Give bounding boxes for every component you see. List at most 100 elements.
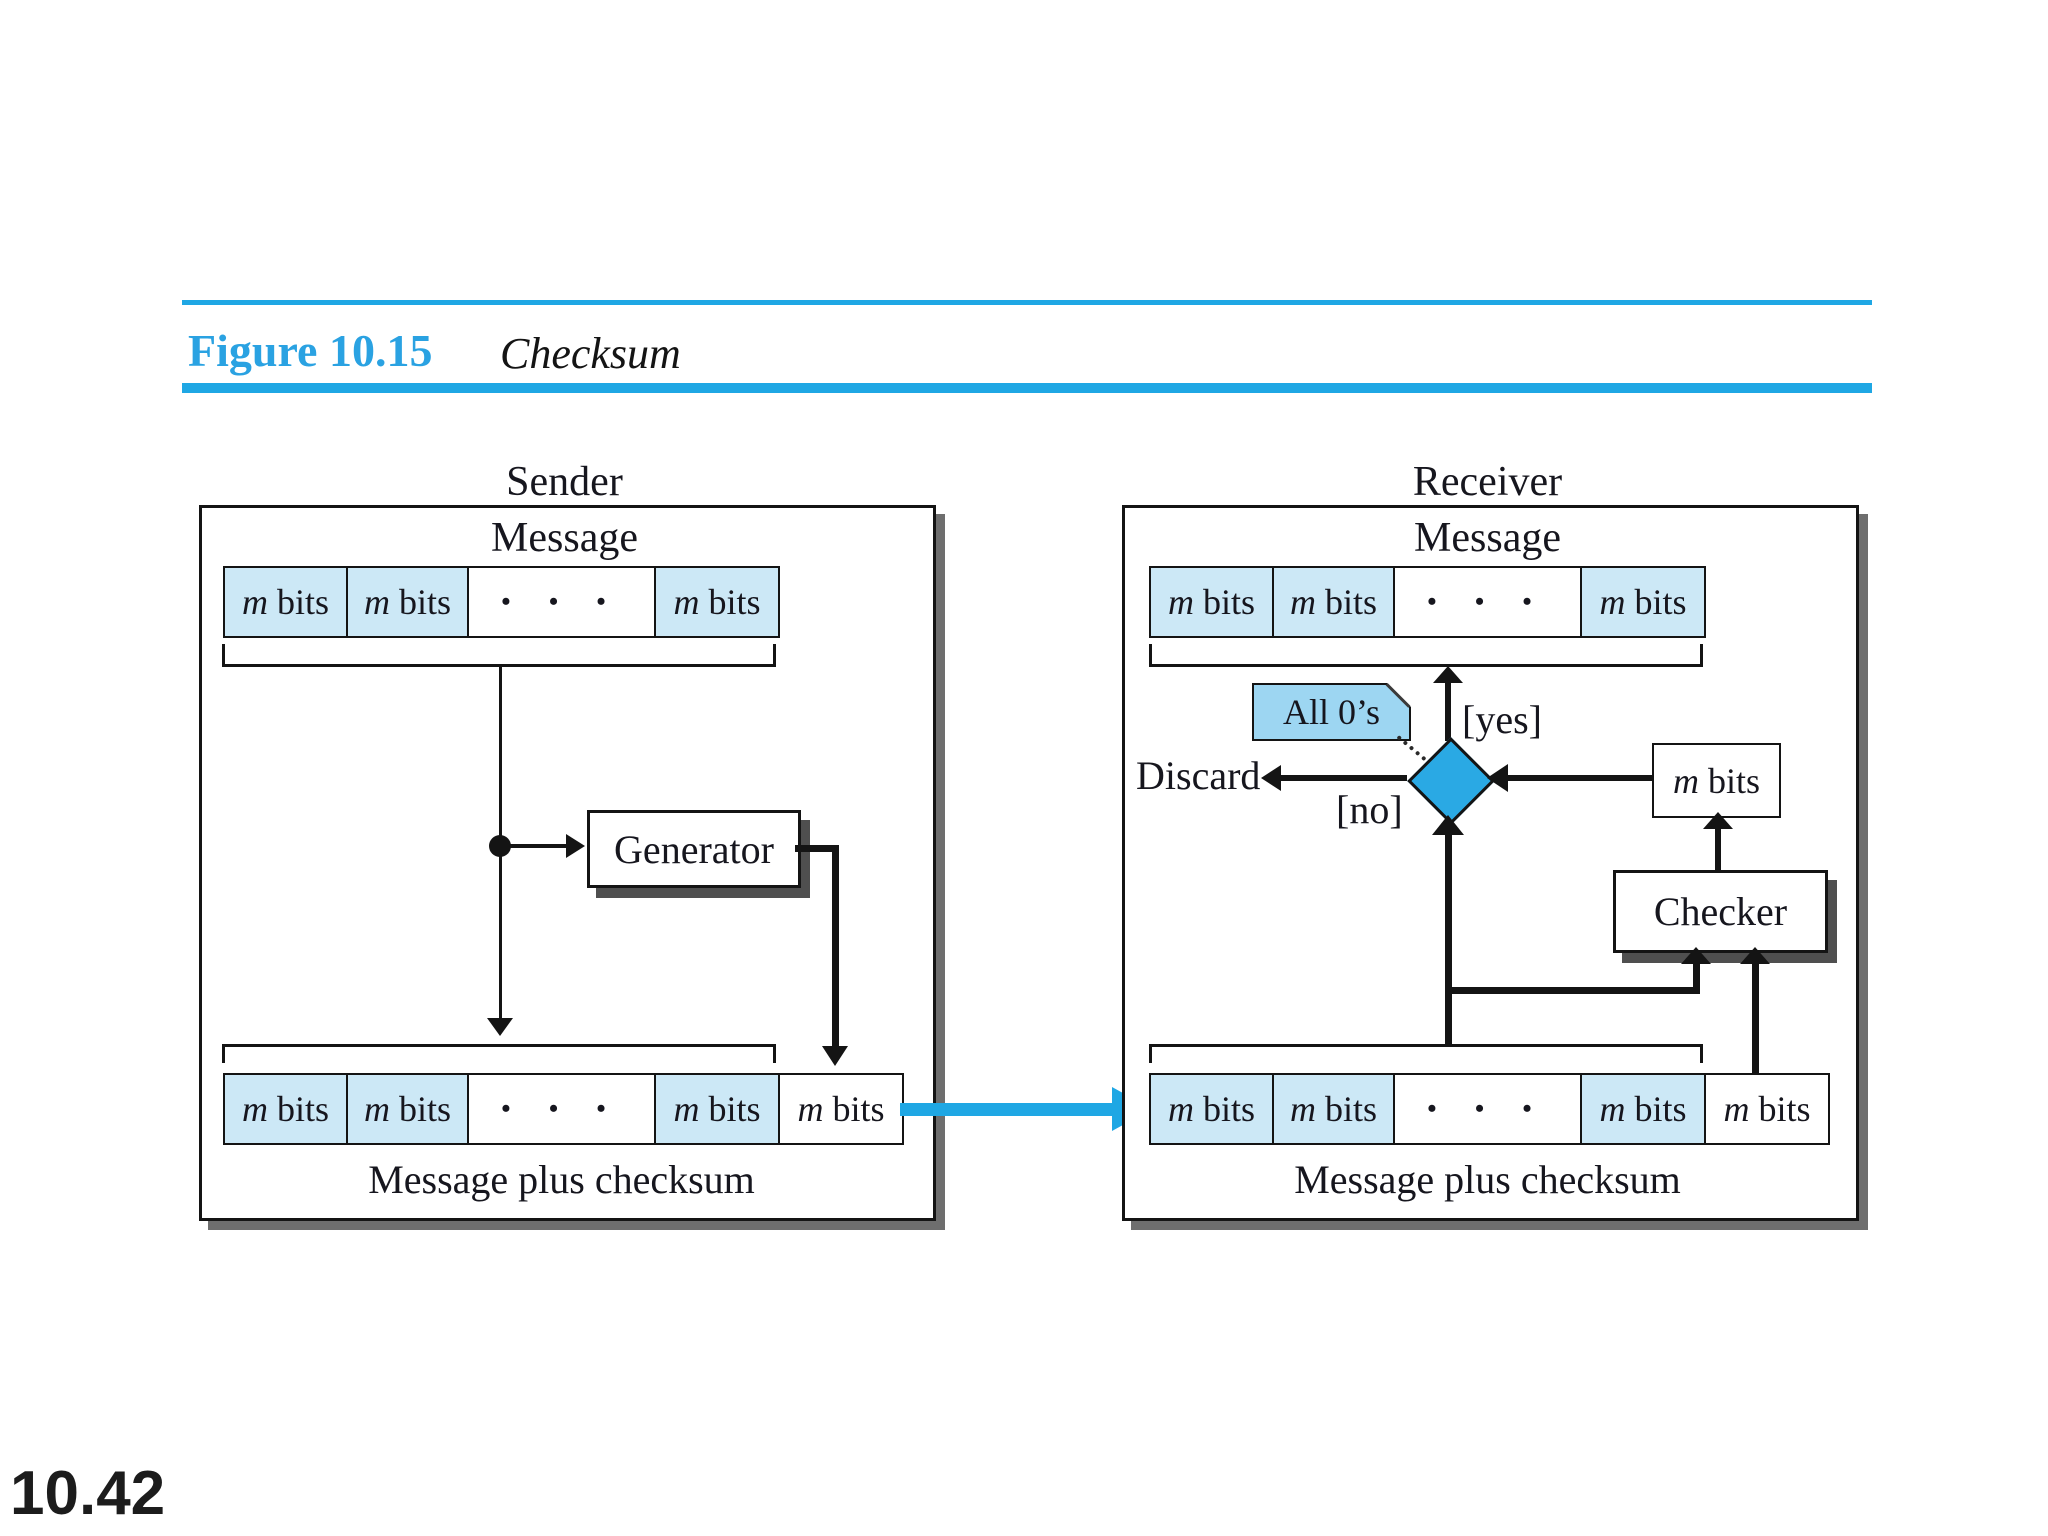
discard-label: Discard — [1136, 753, 1261, 798]
bits-label: bits — [1758, 1089, 1811, 1129]
all-zeros-note: All 0’s — [1252, 683, 1411, 741]
bits-label: bits — [398, 582, 451, 622]
yes-arrowhead — [1433, 666, 1463, 683]
figure-title: Checksum — [500, 329, 681, 378]
to-diamond-line — [1445, 834, 1452, 1044]
m-symbol: m — [1167, 1089, 1194, 1129]
generator-out-line-h — [795, 845, 839, 852]
transfer-arrow-line — [900, 1103, 1114, 1116]
m-symbol: m — [1599, 582, 1626, 622]
checksum-cell-up-arrowhead — [1740, 947, 1770, 964]
receiver-title: Receiver — [1412, 459, 1563, 505]
sender-bottom-bracket — [222, 1044, 776, 1063]
yes-arrow-line — [1445, 682, 1451, 741]
ellipsis-dots: • • • — [1427, 587, 1548, 616]
page-number: 10.42 — [10, 1459, 166, 1528]
m-symbol: m — [797, 1089, 824, 1129]
bits-label: bits — [398, 1089, 451, 1129]
bits-label: bits — [1202, 1089, 1255, 1129]
checksum-to-diamond-line — [1497, 775, 1652, 781]
to-generator-arrowhead — [566, 834, 585, 858]
yes-label: [yes] — [1462, 697, 1542, 742]
sender-message-label: Message — [491, 515, 638, 561]
figure-number-label: Figure 10.15 — [188, 325, 433, 376]
m-symbol: m — [1723, 1089, 1750, 1129]
m-symbol: m — [363, 582, 390, 622]
branch-line-v — [1693, 963, 1700, 991]
header-rule-bottom — [182, 383, 1872, 393]
m-symbol: m — [1289, 1089, 1316, 1129]
m-symbol: m — [1599, 1089, 1626, 1129]
receiver-top-bracket — [1149, 644, 1703, 667]
to-generator-line — [500, 844, 568, 848]
bits-label: bits — [276, 582, 329, 622]
sender-msg-cell-ellipsis: • • • — [467, 568, 654, 636]
receiver-in-cell-ellipsis: • • • — [1393, 1075, 1580, 1143]
bits-label: bits — [708, 582, 761, 622]
all-zeros-label: All 0’s — [1282, 692, 1380, 732]
bits-label: bits — [276, 1089, 329, 1129]
m-symbol: m — [1289, 582, 1316, 622]
receiver-bottom-bracket — [1149, 1044, 1703, 1063]
m-symbol: m — [241, 582, 268, 622]
to-diamond-arrowhead — [1432, 815, 1464, 835]
bits-label: bits — [1324, 1089, 1377, 1129]
m-symbol: m — [1167, 582, 1194, 622]
ellipsis-dots: • • • — [501, 1094, 622, 1123]
no-label: [no] — [1336, 787, 1403, 832]
generator-out-line-v — [832, 845, 839, 1048]
checker-label: Checker — [1653, 889, 1788, 934]
discard-arrowhead — [1261, 765, 1281, 791]
m-symbol: m — [673, 582, 700, 622]
checker-box: Checker — [1613, 870, 1828, 953]
receiver-message-label: Message — [1414, 515, 1561, 561]
sender-footer-label: Message plus checksum — [368, 1157, 755, 1202]
generator-box: Generator — [587, 810, 801, 888]
ellipsis-dots: • • • — [501, 587, 622, 616]
bits-label: bits — [1634, 1089, 1687, 1129]
checker-out-arrowhead — [1703, 812, 1733, 829]
m-symbol: m — [673, 1089, 700, 1129]
receiver-footer-label: Message plus checksum — [1294, 1157, 1681, 1202]
m-symbol: m — [1672, 760, 1699, 801]
sender-title: Sender — [506, 459, 623, 505]
sender-down-arrowhead — [487, 1018, 513, 1036]
m-symbol: m — [363, 1089, 390, 1129]
discard-arrow-line — [1278, 775, 1407, 781]
bits-label: bits — [832, 1089, 885, 1129]
sender-top-bracket — [222, 644, 776, 667]
ellipsis-dots: • • • — [1427, 1094, 1548, 1123]
bits-label: bits — [1202, 582, 1255, 622]
m-symbol: m — [241, 1089, 268, 1129]
bits-label: bits — [1707, 760, 1760, 801]
bits-label: bits — [1634, 582, 1687, 622]
checker-out-line — [1715, 828, 1721, 870]
checksum-cell-up-line — [1752, 963, 1759, 1073]
branch-line-h — [1445, 987, 1700, 994]
generator-out-arrowhead — [822, 1046, 848, 1066]
bits-label: bits — [1324, 582, 1377, 622]
branch-arrowhead — [1681, 947, 1711, 964]
sender-out-cell-ellipsis: • • • — [467, 1075, 654, 1143]
generator-label: Generator — [614, 826, 774, 872]
bits-label: bits — [708, 1089, 761, 1129]
